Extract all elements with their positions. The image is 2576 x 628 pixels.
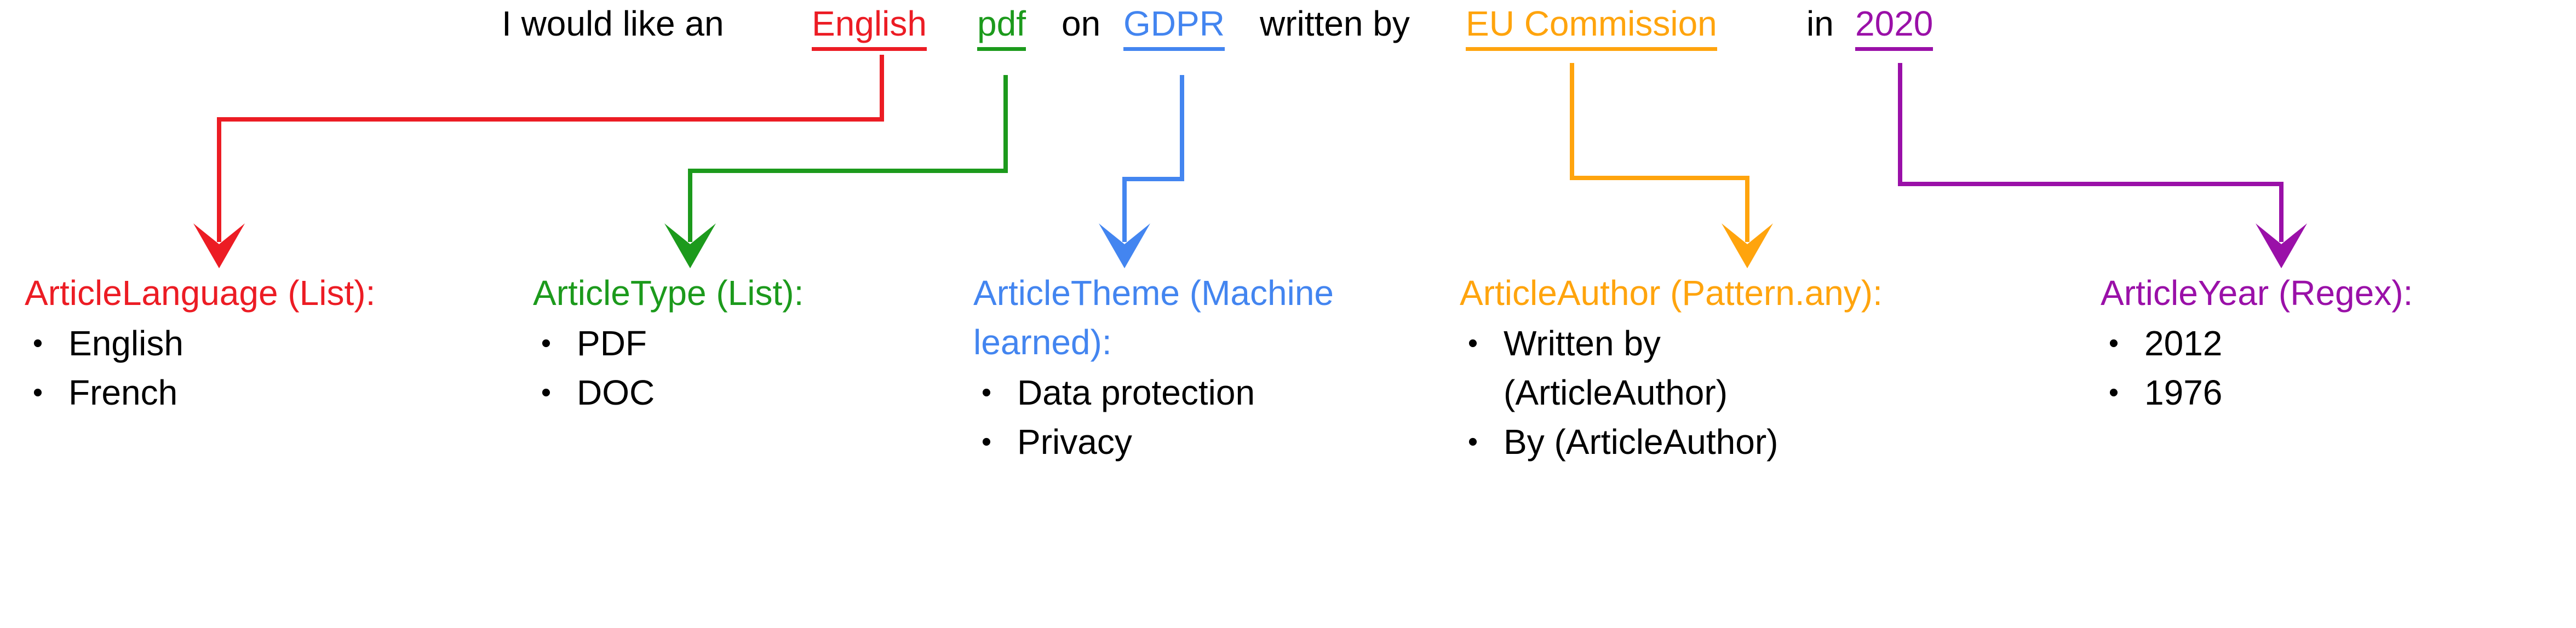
bullet-icon: • — [2108, 377, 2119, 408]
articletheme-arrow-icon — [1099, 75, 1184, 268]
entity-title: ArticleTheme (Machine learned): — [973, 273, 1334, 362]
articletype-arrow-icon — [664, 75, 1008, 268]
bullet-icon: • — [32, 377, 43, 408]
entity-title: ArticleLanguage (List): — [25, 273, 376, 313]
bullet-icon: • — [1467, 327, 1478, 359]
list-item: • Data protection — [973, 368, 1357, 417]
list-item: • Written by (ArticleAuthor) — [1460, 319, 2062, 417]
articleyear-arrow-icon — [1898, 63, 2307, 268]
bullet-icon: • — [32, 327, 43, 359]
bullet-icon: • — [981, 426, 992, 458]
entity-block-articletheme: ArticleTheme (Machine learned): • Data p… — [973, 268, 1357, 466]
entity-item-label: 1976 — [2144, 373, 2223, 412]
entity-item-label: PDF — [577, 324, 647, 363]
articlelanguage-arrow-icon — [193, 55, 884, 268]
entity-item-label: DOC — [577, 373, 655, 412]
bullet-icon: • — [981, 377, 992, 408]
bullet-icon: • — [541, 327, 552, 359]
entity-item-label: By (ArticleAuthor) — [1504, 422, 1778, 462]
list-item: • Privacy — [973, 417, 1357, 466]
list-item: • PDF — [533, 319, 971, 368]
entity-title: ArticleYear (Regex): — [2101, 273, 2413, 313]
entity-block-articletype: ArticleType (List): • PDF • DOC — [533, 268, 971, 417]
sentence-word-gdpr: GDPR — [1123, 4, 1225, 51]
bullet-icon: • — [1467, 426, 1478, 458]
entity-item-label: French — [68, 373, 178, 412]
entity-title: ArticleType (List): — [533, 273, 804, 313]
sentence-word-eu-commission: EU Commission — [1466, 4, 1717, 51]
list-item: • DOC — [533, 368, 971, 417]
articleauthor-arrow-icon — [1570, 63, 1773, 268]
entity-item-label: 2012 — [2144, 324, 2223, 363]
entity-item-label: Data protection — [1017, 373, 1255, 412]
list-item: • French — [25, 368, 545, 417]
entity-block-articlelanguage: ArticleLanguage (List): • English • Fren… — [25, 268, 545, 417]
list-item: • 2012 — [2101, 319, 2550, 368]
entity-block-articleyear: ArticleYear (Regex): • 2012 • 1976 — [2101, 268, 2550, 417]
entity-item-label: Written by (ArticleAuthor) — [1504, 324, 1728, 412]
entity-title: ArticleAuthor (Pattern.any): — [1460, 273, 1883, 313]
sentence-text-on: on — [1062, 4, 1101, 43]
sentence-word-english: English — [812, 4, 927, 51]
sentence-text-written-by: written by — [1260, 4, 1410, 43]
list-item: • 1976 — [2101, 368, 2550, 417]
sentence-word-pdf: pdf — [977, 4, 1026, 51]
entity-item-label: Privacy — [1017, 422, 1132, 462]
sentence-word-2020: 2020 — [1855, 4, 1934, 51]
entity-block-articleauthor: ArticleAuthor (Pattern.any): • Written b… — [1460, 268, 2062, 466]
list-item: • By (ArticleAuthor) — [1460, 417, 2062, 466]
sentence-text-in: in — [1806, 4, 1834, 43]
list-item: • English — [25, 319, 545, 368]
sentence-text-prefix: I would like an — [502, 4, 724, 43]
entity-item-label: English — [68, 324, 183, 363]
bullet-icon: • — [541, 377, 552, 408]
bullet-icon: • — [2108, 327, 2119, 359]
